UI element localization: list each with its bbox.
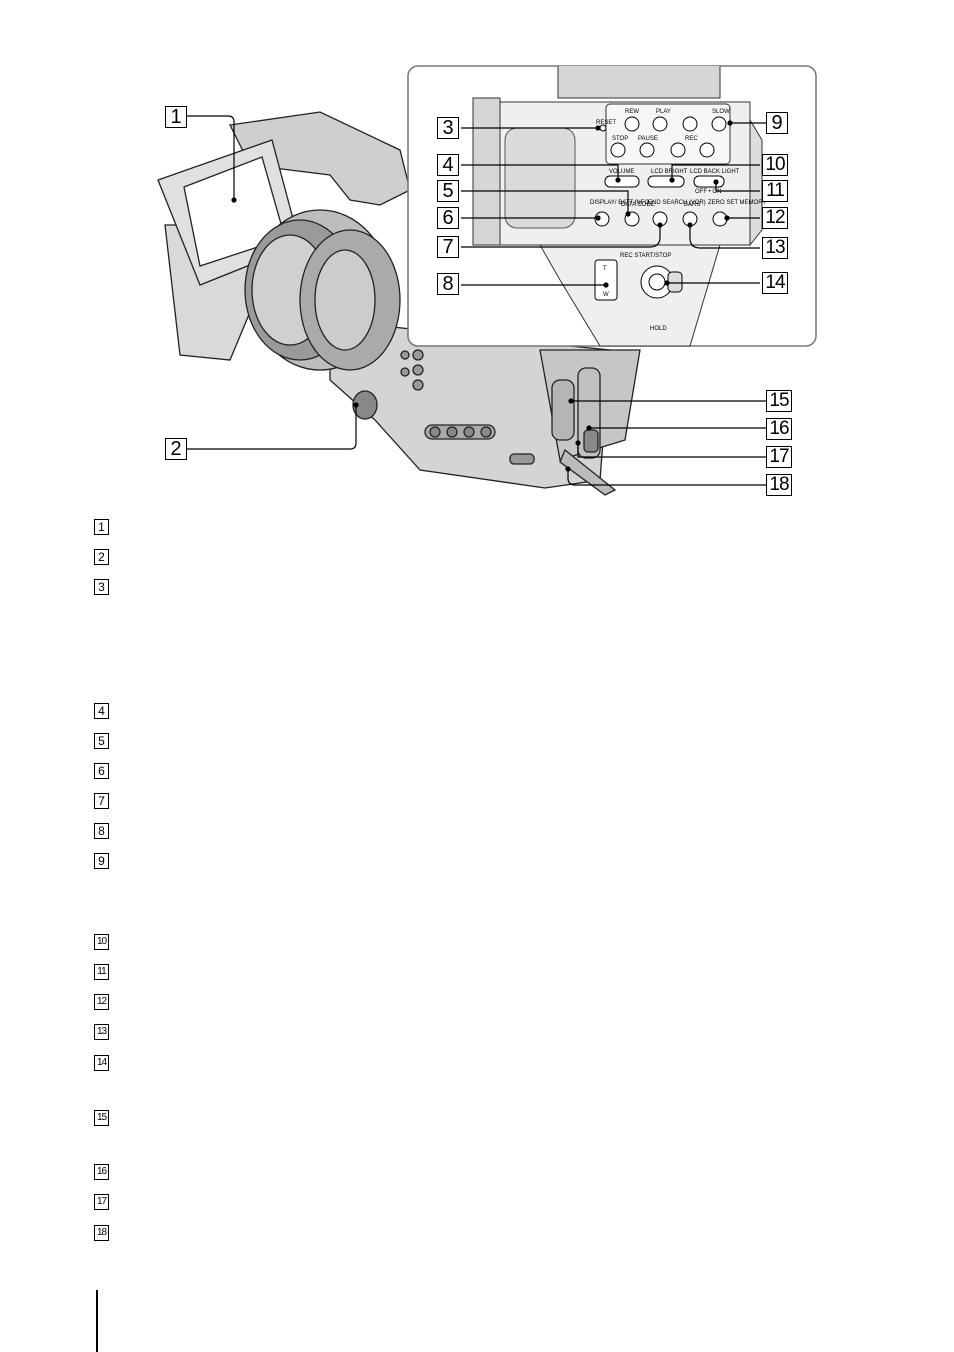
list-item-18: 18: [94, 1225, 109, 1241]
callout-3: 3: [437, 117, 459, 139]
list-item-11: 11: [94, 964, 109, 980]
play-label: PLAY: [656, 109, 671, 115]
camcorder-figure: RESET REW PLAY SLOW STOP PAUSE REC VOLUM…: [0, 0, 954, 500]
callout-10: 10: [762, 154, 788, 176]
pause-label: PAUSE: [638, 136, 658, 142]
callout-11: 11: [762, 180, 788, 202]
list-item-6: 6: [94, 763, 109, 779]
callout-5: 5: [437, 180, 459, 202]
callout-18: 18: [766, 474, 792, 496]
callout-8: 8: [437, 273, 459, 295]
hold-label: HOLD: [650, 326, 667, 332]
rec-start-stop-label: REC START/STOP: [620, 253, 671, 259]
callout-4: 4: [437, 154, 459, 176]
lcd-back-light-label: LCD BACK LIGHT: [690, 169, 740, 175]
zoom-t-label: T: [603, 266, 607, 272]
list-item-12: 12: [94, 994, 109, 1010]
camcorder-illustration: RESET REW PLAY SLOW STOP PAUSE REC VOLUM…: [157, 65, 817, 496]
list-item-15: 15: [94, 1110, 109, 1126]
callout-12: 12: [762, 207, 788, 229]
data-code-label: DATA CODE: [621, 202, 655, 208]
margin-rule: [96, 1290, 98, 1352]
list-item-14: 14: [94, 1055, 109, 1071]
callout-6: 6: [437, 207, 459, 229]
lcd-bright-label: LCD BRIGHT: [651, 169, 688, 175]
leader-lines: [187, 115, 766, 486]
inset-panel: RESET REW PLAY SLOW STOP PAUSE REC VOLUM…: [407, 65, 817, 347]
stop-label: STOP: [612, 136, 628, 142]
list-item-9: 9: [94, 853, 109, 869]
list-item-13: 13: [94, 1024, 109, 1040]
reset-label: RESET: [596, 120, 616, 126]
callout-7: 7: [437, 236, 459, 258]
end-search-label: END SEARCH (VCR): [648, 200, 706, 206]
callout-9: 9: [766, 112, 788, 134]
callout-2: 2: [165, 438, 187, 460]
list-item-8: 8: [94, 823, 109, 839]
list-item-1: 1: [94, 519, 109, 535]
list-item-10: 10: [94, 934, 109, 950]
volume-label: VOLUME: [609, 169, 634, 175]
list-item-5: 5: [94, 733, 109, 749]
zoom-w-label: W: [603, 292, 609, 298]
list-item-7: 7: [94, 793, 109, 809]
callout-13: 13: [762, 237, 788, 259]
list-item-4: 4: [94, 703, 109, 719]
callout-17: 17: [766, 446, 792, 468]
callout-14: 14: [762, 272, 788, 294]
callout-15: 15: [766, 390, 792, 412]
bars-label: BARS: [684, 202, 700, 208]
callout-16: 16: [766, 418, 792, 440]
zero-set-memory-label: ZERO SET MEMORY: [708, 200, 766, 206]
list-item-3: 3: [94, 579, 109, 595]
slow-label: SLOW: [712, 109, 730, 115]
rew-label: REW: [625, 109, 639, 115]
list-item-2: 2: [94, 549, 109, 565]
list-item-17: 17: [94, 1194, 109, 1210]
off-on-label: OFF • ON: [695, 189, 721, 195]
list-item-16: 16: [94, 1164, 109, 1180]
display-batt-info-label: DISPLAY/ BATT INFO: [590, 200, 649, 206]
camcorder-body: [157, 111, 641, 496]
callout-1: 1: [165, 106, 187, 128]
rec-label: REC: [685, 136, 698, 142]
